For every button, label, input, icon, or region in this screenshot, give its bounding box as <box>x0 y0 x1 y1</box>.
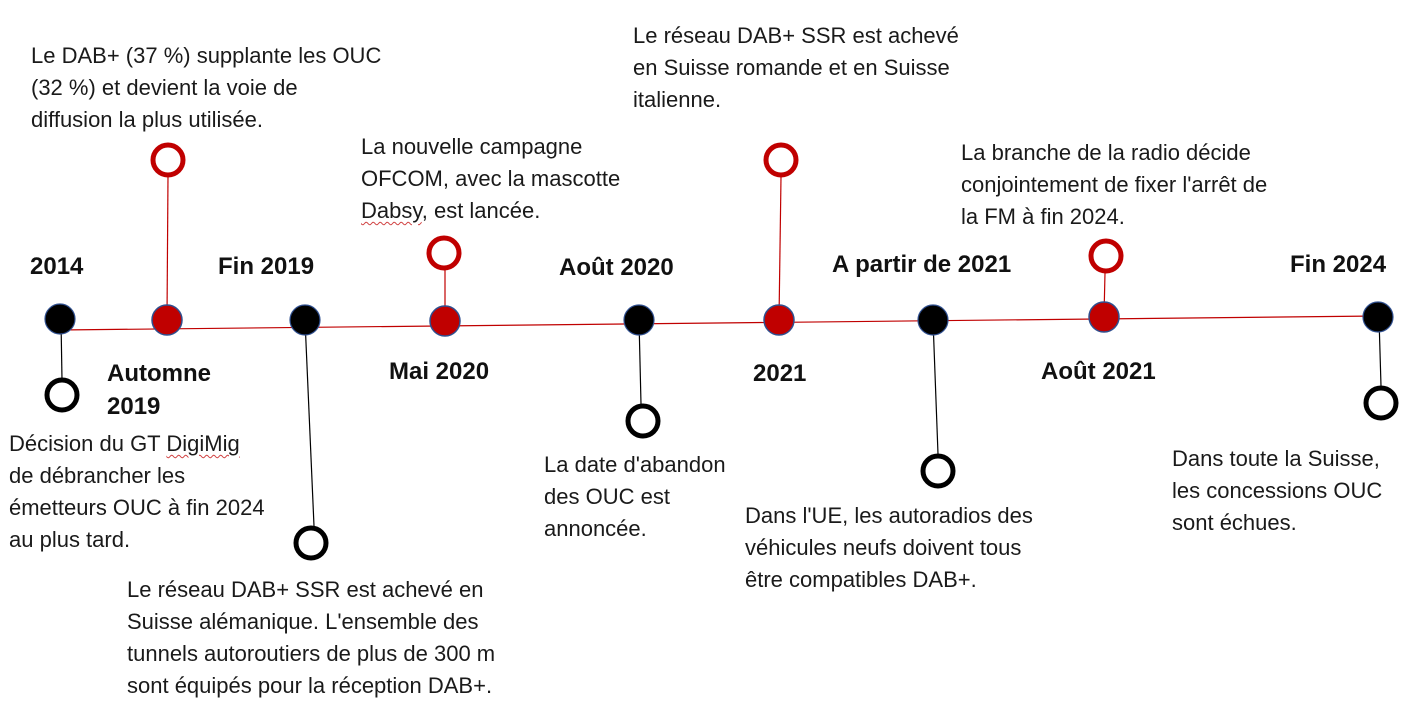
description-text: Décision du GT DigiMig <box>9 431 240 456</box>
description-line: (32 %) et devient la voie de <box>31 75 298 100</box>
date-label-line: 2019 <box>107 393 161 420</box>
axis-dot-automne-2019 <box>151 304 183 336</box>
axis-dot-fin-2024 <box>1362 301 1394 333</box>
description-line: La nouvelle campagne <box>361 134 583 159</box>
description-line: émetteurs OUC à fin 2024 <box>9 495 265 520</box>
connector-fin-2019 <box>304 319 315 527</box>
description-line: La date d'abandon <box>544 452 726 477</box>
description-line: les concessions OUC <box>1172 478 1383 503</box>
date-label-line: Automne <box>107 360 211 387</box>
axis-dot-aout-2021 <box>1088 301 1120 333</box>
description-line: tunnels autoroutiers de plus de 300 m <box>127 641 496 666</box>
axis-dot-2021 <box>763 304 795 336</box>
axis-dot-a-partir-2021 <box>917 304 949 336</box>
axis-dot-fin-2019 <box>289 304 321 336</box>
description-line: être compatibles DAB+. <box>745 567 977 592</box>
date-label-2021: 2021 <box>753 360 807 387</box>
ring-mai-2020 <box>426 235 462 271</box>
date-label-fin-2024: Fin 2024 <box>1290 251 1387 278</box>
description-line: la FM à fin 2024. <box>961 204 1125 229</box>
date-label-automne-2019: Automne 2019 <box>107 357 211 423</box>
description-line: au plus tard. <box>9 527 131 552</box>
description-line: Dans l'UE, les autoradios des <box>745 503 1033 528</box>
description-line: annoncée. <box>544 516 647 541</box>
ring-2021 <box>763 142 799 178</box>
description-line: véhicules neufs doivent tous <box>745 535 1022 560</box>
description-line: Suisse alémanique. L'ensemble des <box>127 609 479 634</box>
axis-dot-2014 <box>44 303 76 335</box>
description-line: de débrancher les <box>9 463 186 488</box>
date-label-2014: 2014 <box>30 253 84 280</box>
ring-fin-2024 <box>1363 385 1399 421</box>
description-line: sont équipés pour la réception DAB+. <box>127 673 493 698</box>
date-label-aout-2021: Août 2021 <box>1041 358 1156 385</box>
ring-aout-2020 <box>625 403 661 439</box>
connector-automne-2019 <box>166 175 169 319</box>
connector-a-partir-2021 <box>932 319 939 455</box>
description-line: Le réseau DAB+ SSR est achevé <box>633 23 959 48</box>
timeline-axis <box>59 315 1379 331</box>
date-label-mai-2020: Mai 2020 <box>389 358 490 385</box>
description-a-partir-2021: Dans l'UE, les autoradios des véhicules … <box>745 500 1033 596</box>
description-line: en Suisse romande et en Suisse <box>633 55 950 80</box>
date-label-aout-2020: Août 2020 <box>559 254 674 281</box>
ring-fin-2019 <box>293 525 329 561</box>
spellcheck-word: DigiMig <box>166 431 240 456</box>
description-line: Dabsy, est lancée. <box>361 198 541 223</box>
connector-2021 <box>778 176 782 321</box>
description-line: Le DAB+ (37 %) supplante les OUC <box>31 43 382 68</box>
description-line: conjointement de fixer l'arrêt de <box>961 172 1268 197</box>
spellcheck-word: Dabsy <box>361 198 422 223</box>
description-line: Le réseau DAB+ SSR est achevé en <box>127 577 484 602</box>
description-line: Décision du GT DigiMig <box>9 428 265 460</box>
description-mai-2020: La nouvelle campagne OFCOM, avec la masc… <box>361 131 620 227</box>
description-2014: Décision du GT DigiMig de débrancher les… <box>9 428 265 556</box>
axis-dot-mai-2020 <box>429 305 461 337</box>
axis-dot-aout-2020 <box>623 304 655 336</box>
description-aout-2020: La date d'abandon des OUC est annoncée. <box>544 449 726 545</box>
ring-2014 <box>44 377 80 413</box>
ring-a-partir-2021 <box>920 453 956 489</box>
description-line: des OUC est <box>544 484 670 509</box>
description-fin-2019: Le réseau DAB+ SSR est achevé en Suisse … <box>127 574 495 702</box>
description-line: diffusion la plus utilisée. <box>31 107 263 132</box>
description-line: OFCOM, avec la mascotte <box>361 166 621 191</box>
description-automne-2019: Le DAB+ (37 %) supplante les OUC (32 %) … <box>31 40 381 136</box>
description-line: italienne. <box>633 87 722 112</box>
date-label-fin-2019: Fin 2019 <box>218 253 315 280</box>
description-aout-2021: La branche de la radio décide conjointem… <box>961 137 1267 233</box>
ring-aout-2021 <box>1088 238 1124 274</box>
description-fin-2024: Dans toute la Suisse, les concessions OU… <box>1172 443 1382 539</box>
description-2021: Le réseau DAB+ SSR est achevé en Suisse … <box>633 20 959 116</box>
description-line: La branche de la radio décide <box>961 140 1251 165</box>
date-label-a-partir-2021: A partir de 2021 <box>832 251 1012 278</box>
description-line: sont échues. <box>1172 510 1297 535</box>
ring-automne-2019 <box>150 142 186 178</box>
description-line: Dans toute la Suisse, <box>1172 446 1380 471</box>
